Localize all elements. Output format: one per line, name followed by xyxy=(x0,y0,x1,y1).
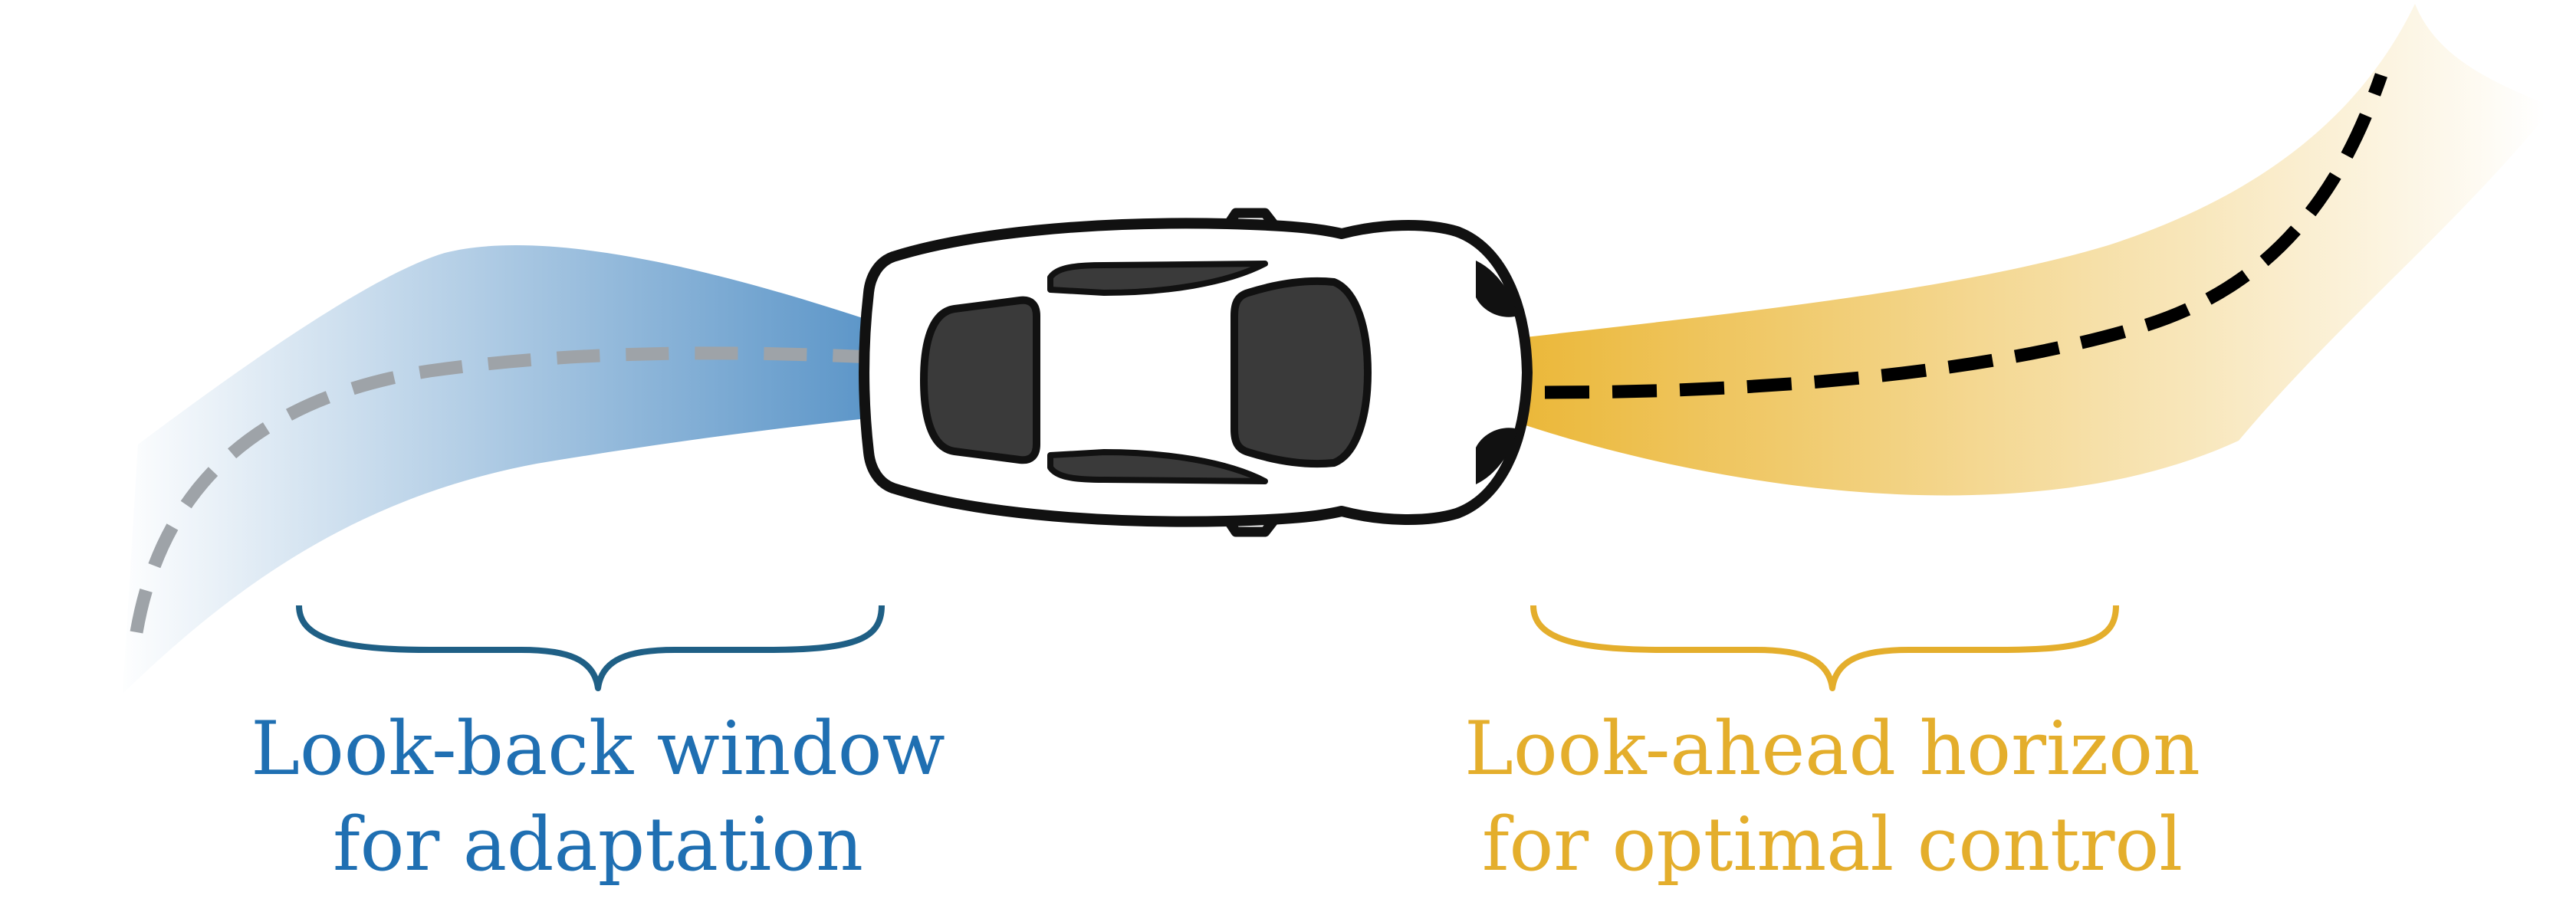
car-top-view-icon xyxy=(859,208,1533,537)
lookback-label-line1: Look-back window xyxy=(251,706,945,792)
rear-window xyxy=(920,296,1040,464)
lookback-band xyxy=(123,245,874,694)
future-trajectory xyxy=(1544,73,2388,399)
front-left-light xyxy=(1476,261,1518,317)
front-right-light xyxy=(1476,428,1518,484)
lookahead-label-line2: for optimal control xyxy=(1482,802,2183,887)
lookahead-brace xyxy=(1530,605,2119,691)
left-side-window xyxy=(1047,261,1268,296)
lookahead-band xyxy=(1526,4,2553,496)
lookback-brace xyxy=(296,605,885,691)
past-trajectory xyxy=(130,346,875,634)
lookahead-label-line1: Look-ahead horizon xyxy=(1464,706,2200,792)
lookback-label-line2: for adaptation xyxy=(333,802,863,887)
right-side-window xyxy=(1047,449,1268,484)
windshield xyxy=(1230,277,1372,468)
